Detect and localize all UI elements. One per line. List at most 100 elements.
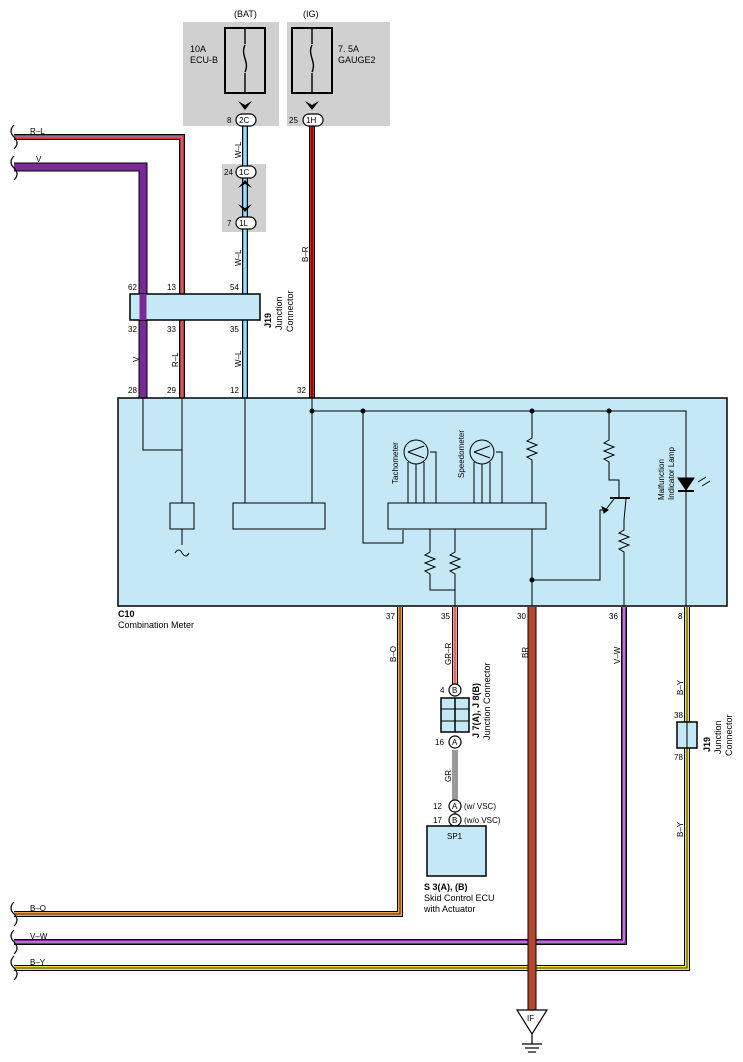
svg-text:78: 78 xyxy=(674,753,683,762)
svg-text:GR: GR xyxy=(444,770,453,782)
svg-text:J 7(A), J 8(B): J 7(A), J 8(B) xyxy=(471,683,481,738)
j19-top-name-1: Junction xyxy=(274,296,284,330)
fuse-name-ig: GAUGE2 xyxy=(338,55,376,65)
fuse-name-bat: ECU-B xyxy=(190,55,218,65)
svg-text:28: 28 xyxy=(128,386,137,395)
svg-text:W–L: W–L xyxy=(234,249,243,266)
svg-text:12: 12 xyxy=(433,802,442,811)
connector-1h: 1H 25 xyxy=(289,101,324,127)
svg-text:16: 16 xyxy=(435,738,444,747)
svg-text:B–Y: B–Y xyxy=(676,821,685,837)
svg-text:29: 29 xyxy=(167,386,176,395)
svg-text:30: 30 xyxy=(517,612,526,621)
svg-text:B: B xyxy=(452,816,457,825)
ecu-name-2: with Actuator xyxy=(423,904,476,914)
svg-text:25: 25 xyxy=(289,116,298,125)
svg-text:24: 24 xyxy=(224,168,233,177)
svg-text:38: 38 xyxy=(674,711,683,720)
j19-top-id: J19 xyxy=(263,313,273,328)
connector-1c: 1C 24 xyxy=(224,165,257,188)
meter-id: C10 xyxy=(118,609,135,619)
fuse-gauge2: (IG) 7. 5A GAUGE2 xyxy=(287,9,390,126)
svg-text:35: 35 xyxy=(441,612,450,621)
j7-j8-connector: B 4 A 16 J 7(A), J 8(B) Junction Connect… xyxy=(435,662,492,749)
svg-text:35: 35 xyxy=(230,325,239,334)
svg-text:V: V xyxy=(132,356,141,362)
svg-text:1C: 1C xyxy=(239,168,249,177)
svg-text:B–R: B–R xyxy=(301,246,310,262)
combination-meter-box xyxy=(117,397,728,607)
svg-text:54: 54 xyxy=(230,283,239,292)
svg-text:BR: BR xyxy=(521,647,530,658)
break-mark-v xyxy=(10,155,18,181)
mil-label-1: Malfunction xyxy=(657,459,666,500)
svg-text:36: 36 xyxy=(609,612,618,621)
j19-top-name-2: Connector xyxy=(285,290,295,332)
svg-text:B–Y: B–Y xyxy=(676,679,685,695)
break-mark-by xyxy=(10,955,18,981)
fuse-supply-ig: (IG) xyxy=(303,9,319,19)
svg-text:B–O: B–O xyxy=(30,904,46,913)
mil-label-2: Indicator Lamp xyxy=(667,447,676,500)
meter-internals xyxy=(142,398,711,606)
meter-name: Combination Meter xyxy=(118,620,194,630)
svg-text:(w/o VSC): (w/o VSC) xyxy=(464,816,501,825)
tachometer-label: Tachometer xyxy=(391,442,400,484)
fuse-rating-ig: 7. 5A xyxy=(338,44,359,54)
svg-text:J19: J19 xyxy=(702,737,712,752)
svg-text:B: B xyxy=(452,686,457,695)
svg-text:2C: 2C xyxy=(239,116,249,125)
ecu-box-label: SP1 xyxy=(447,832,463,841)
svg-text:A: A xyxy=(452,802,458,811)
svg-text:32: 32 xyxy=(128,325,137,334)
svg-text:GR–R: GR–R xyxy=(444,643,453,665)
ecu-id: S 3(A), (B) xyxy=(424,882,468,892)
svg-text:32: 32 xyxy=(297,386,306,395)
svg-text:1H: 1H xyxy=(306,116,316,125)
fuse-supply-bat: (BAT) xyxy=(234,9,257,19)
svg-text:V–W: V–W xyxy=(613,646,622,664)
fuse-ecu-b: (BAT) 10A ECU-B xyxy=(183,9,279,126)
connector-1l: 1L 7 xyxy=(227,204,257,230)
svg-text:33: 33 xyxy=(167,325,176,334)
speedometer-label: Speedometer xyxy=(457,430,466,478)
ecu-pin-a xyxy=(448,799,462,813)
wire-b-y xyxy=(14,607,690,971)
svg-text:17: 17 xyxy=(433,816,442,825)
svg-text:7: 7 xyxy=(227,219,232,228)
wire-b-o xyxy=(14,607,403,917)
svg-text:13: 13 xyxy=(167,283,176,292)
break-mark-top xyxy=(10,124,18,150)
ground-if: IF xyxy=(515,1009,549,1053)
svg-text:R–L: R–L xyxy=(30,127,45,136)
svg-text:B–Y: B–Y xyxy=(30,958,46,967)
svg-text:R–L: R–L xyxy=(171,352,180,367)
svg-text:V–W: V–W xyxy=(30,932,48,941)
fuse-rating-bat: 10A xyxy=(190,44,206,54)
j19-bottom-connector: 38 78 J19 Junction Connector xyxy=(674,711,734,762)
svg-text:Junction: Junction xyxy=(713,720,723,754)
svg-text:B–O: B–O xyxy=(389,646,398,662)
svg-text:A: A xyxy=(452,738,458,747)
break-mark-bo xyxy=(10,901,18,927)
wire-v xyxy=(14,162,148,398)
skid-control-ecu-box xyxy=(426,825,487,877)
svg-text:V: V xyxy=(36,155,42,164)
svg-text:8: 8 xyxy=(678,612,683,621)
svg-text:IF: IF xyxy=(527,1014,534,1023)
wire-v-w xyxy=(14,607,627,945)
svg-text:(w/ VSC): (w/ VSC) xyxy=(464,802,496,811)
svg-text:62: 62 xyxy=(128,283,137,292)
svg-text:4: 4 xyxy=(440,686,445,695)
svg-text:8: 8 xyxy=(227,116,232,125)
svg-text:W–L: W–L xyxy=(234,350,243,367)
svg-text:W–L: W–L xyxy=(234,141,243,158)
ecu-name-1: Skid Control ECU xyxy=(424,893,495,903)
connector-2c: 2C 8 xyxy=(227,101,257,127)
wire-r-l xyxy=(14,134,185,398)
break-mark-vw xyxy=(10,929,18,955)
svg-text:Connector: Connector xyxy=(724,714,734,756)
svg-text:Junction Connector: Junction Connector xyxy=(482,662,492,740)
j19-top-connector xyxy=(129,293,261,321)
